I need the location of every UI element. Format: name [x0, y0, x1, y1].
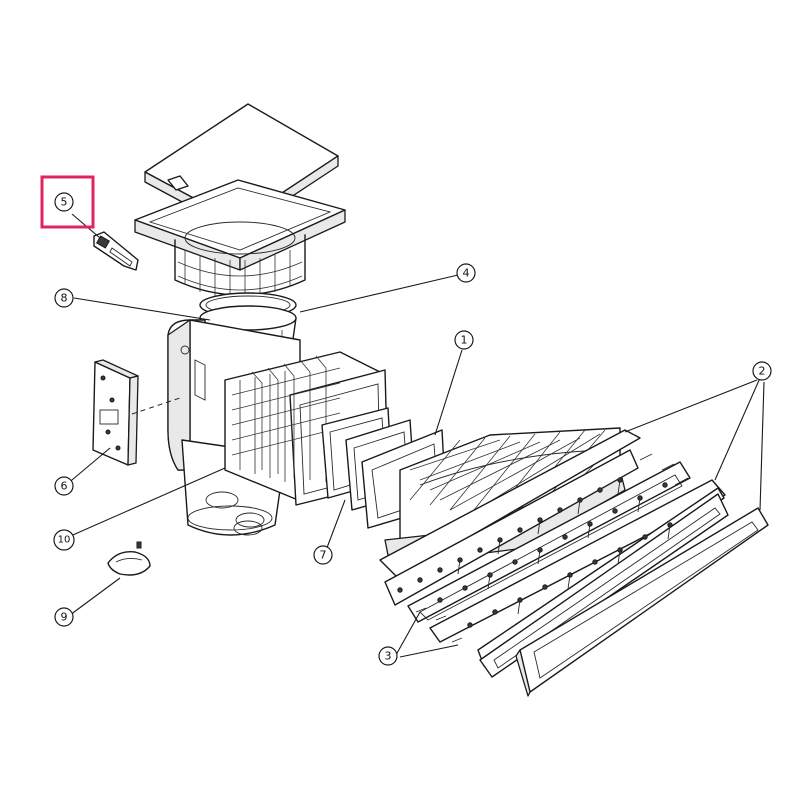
- screw-rows: [397, 453, 689, 643]
- callout-6: 6: [54, 476, 74, 496]
- callout-7-label: 7: [320, 549, 327, 562]
- callout-2: 2: [752, 361, 772, 381]
- callout-3: 3: [378, 646, 398, 666]
- callout-4-label: 4: [463, 267, 470, 280]
- callout-8-label: 8: [61, 292, 68, 305]
- skimmer-collar: [134, 179, 346, 298]
- callout-4: 4: [456, 263, 476, 283]
- face-plates: [379, 429, 729, 678]
- callout-3-label: 3: [385, 650, 392, 663]
- callout-5: 5: [54, 192, 74, 212]
- callout-10: 10: [53, 529, 75, 551]
- outer-trim-frame: [515, 507, 769, 697]
- plug-cap: [107, 541, 151, 576]
- callout-6-label: 6: [61, 480, 68, 493]
- callout-2-label: 2: [759, 365, 766, 378]
- callout-10-label: 10: [58, 535, 71, 546]
- weir-flap: [93, 231, 139, 271]
- callout-1-label: 1: [461, 334, 468, 347]
- callout-7: 7: [313, 545, 333, 565]
- side-plate: [92, 359, 139, 466]
- callout-1: 1: [454, 330, 474, 350]
- callout-8: 8: [54, 288, 74, 308]
- highlight-box-callout-5: [40, 175, 95, 229]
- leader-lines: [65, 213, 765, 658]
- callout-9: 9: [54, 607, 74, 627]
- callout-5-label: 5: [61, 196, 68, 209]
- callout-9-label: 9: [61, 611, 68, 624]
